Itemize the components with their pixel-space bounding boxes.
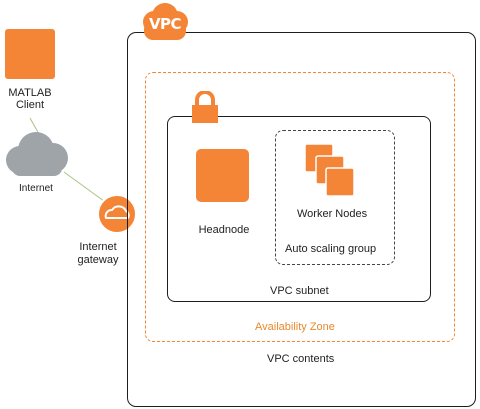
- internet[interactable]: Internet: [0, 128, 72, 198]
- worker-nodes-label: Worker Nodes: [297, 208, 368, 220]
- vpc-subnet-label: VPC subnet: [270, 285, 329, 297]
- vpc-badge-label: VPC: [148, 15, 182, 33]
- lock-icon: [192, 91, 218, 123]
- vpc-subnet[interactable]: [167, 116, 431, 302]
- cloud-icon: [6, 132, 68, 176]
- worker-nodes[interactable]: [295, 143, 375, 223]
- connector-internet-gateway: [63, 171, 109, 205]
- client-label-line2: Client: [15, 99, 45, 111]
- vpc-badge: VPC: [140, 2, 190, 44]
- gateway-label-line1: Internet: [79, 241, 117, 253]
- vpc-container[interactable]: [127, 32, 476, 407]
- gateway-label: Internet gateway: [62, 241, 134, 267]
- auto-scaling-group-label: Auto scaling group: [285, 243, 377, 255]
- availability-zone[interactable]: [145, 72, 455, 342]
- availability-zone-label: Availability Zone: [255, 321, 335, 333]
- internet-gateway[interactable]: [96, 193, 138, 235]
- gateway-label-line2: gateway: [77, 254, 119, 266]
- matlab-client[interactable]: MATLAB Client: [5, 29, 57, 111]
- client-label-line1: MATLAB: [8, 87, 52, 99]
- headnode[interactable]: Headnode: [193, 149, 255, 236]
- gateway-icon: [97, 194, 137, 234]
- headnode-label: Headnode: [198, 224, 250, 236]
- client-server-icon: [5, 29, 55, 79]
- headnode-server-icon: [196, 149, 249, 202]
- internet-label: Internet: [19, 183, 53, 194]
- subnet-lock: [190, 91, 220, 125]
- server-stack-icon: [304, 143, 355, 197]
- vpc-badge-icon: [143, 3, 188, 40]
- vpc-contents-label: VPC contents: [267, 353, 335, 365]
- auto-scaling-group[interactable]: [275, 130, 395, 265]
